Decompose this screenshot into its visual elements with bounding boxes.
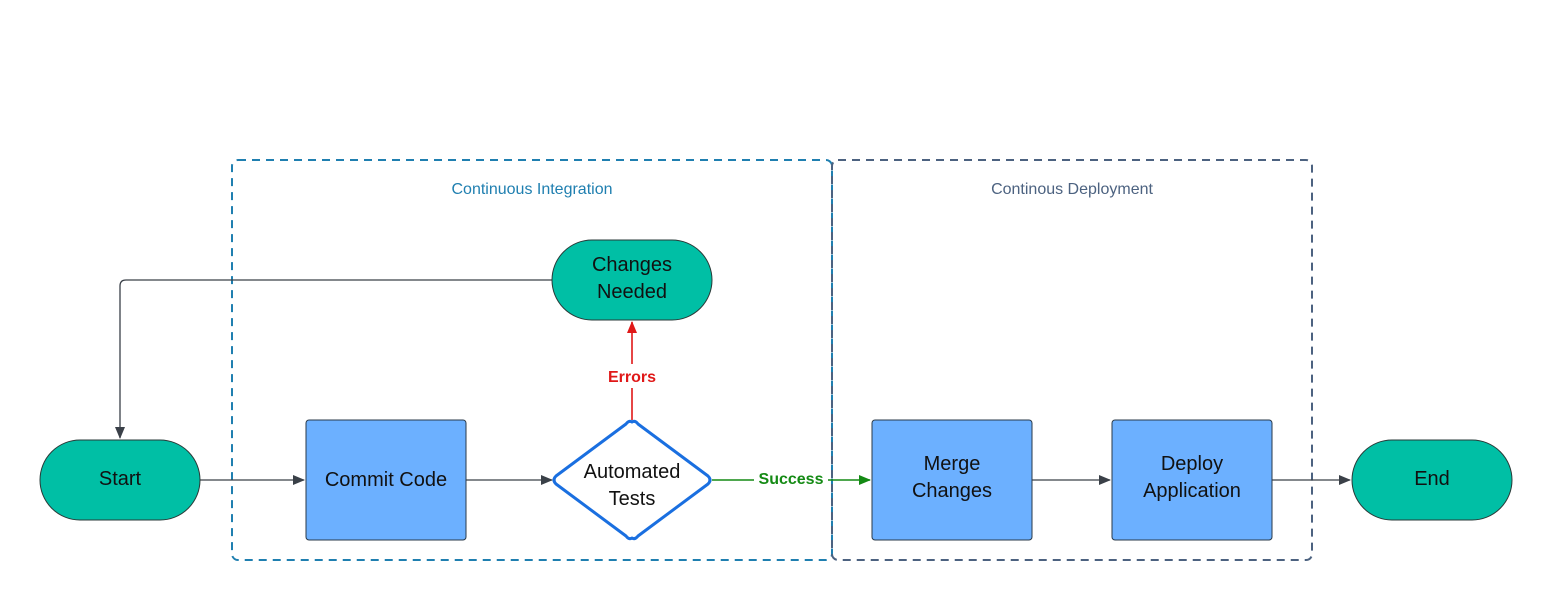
node-changes-needed-line2: Needed [597,281,667,303]
node-automated-tests-line2: Tests [609,488,656,510]
node-changes-needed[interactable]: Changes Needed [551,239,713,321]
edge-changes-needed-to-start [115,279,552,439]
node-end[interactable]: End [1351,439,1513,521]
node-deploy-application[interactable]: Deploy Application [1111,419,1273,541]
node-changes-needed-line1: Changes [592,254,672,276]
node-merge-changes-line1: Merge [924,453,981,475]
node-automated-tests-line1: Automated [584,461,681,483]
group-title-cd: Continous Deployment [991,181,1153,198]
node-merge-changes-line2: Changes [912,480,992,502]
edge-label-success: Success [754,466,828,490]
node-merge-changes[interactable]: Merge Changes [871,419,1033,541]
edge-label-success-text: Success [759,471,824,488]
edge-label-errors: Errors [602,364,662,388]
node-commit-code-label: Commit Code [325,469,447,491]
node-deploy-application-line1: Deploy [1161,453,1223,475]
node-deploy-application-line2: Application [1143,480,1241,502]
group-title-ci: Continuous Integration [452,181,613,198]
node-start-label: Start [99,468,142,490]
edge-label-errors-text: Errors [608,369,656,386]
node-start[interactable]: Start [39,439,201,521]
node-automated-tests[interactable]: Automated Tests [552,419,712,541]
group-continuous-deployment: Continous Deployment [831,159,1313,561]
node-end-label: End [1414,468,1450,490]
node-commit-code[interactable]: Commit Code [305,419,467,541]
